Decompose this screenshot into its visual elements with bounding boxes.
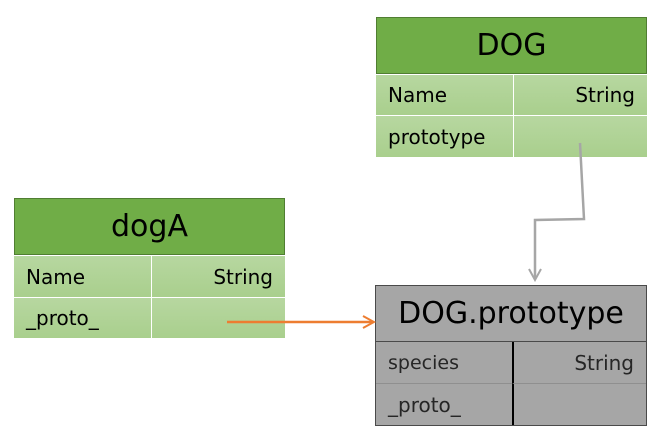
doga-row-proto: _proto_ (14, 297, 285, 338)
doga-row-value (151, 297, 285, 338)
dog-prototype-table-title: DOG.prototype (376, 286, 646, 342)
dog-prototype-link-arrow (535, 142, 586, 279)
dog-prototype-table: DOG.prototype species String _proto_ (375, 285, 647, 426)
dog-prototype-row-value (512, 383, 646, 425)
doga-row-value: String (151, 255, 285, 297)
dog-prototype-row-value: String (512, 342, 646, 383)
doga-table-title: dogA (14, 198, 285, 255)
dog-row-key: Name (376, 74, 513, 115)
dog-row-key: prototype (376, 115, 513, 157)
dog-prototype-row-species: species String (376, 342, 646, 383)
doga-row-name: Name String (14, 255, 285, 297)
dog-table-title: DOG (376, 17, 647, 74)
dog-table: DOG Name String prototype (376, 17, 647, 157)
dog-prototype-row-key: _proto_ (376, 383, 512, 425)
dog-row-prototype: prototype (376, 115, 647, 157)
dog-row-name: Name String (376, 74, 647, 115)
dog-prototype-row-proto: _proto_ (376, 383, 646, 425)
dog-row-value: String (513, 74, 647, 115)
doga-row-key: Name (14, 255, 151, 297)
doga-row-key: _proto_ (14, 297, 151, 338)
dog-prototype-row-key: species (376, 342, 512, 383)
doga-table: dogA Name String _proto_ (14, 198, 285, 338)
